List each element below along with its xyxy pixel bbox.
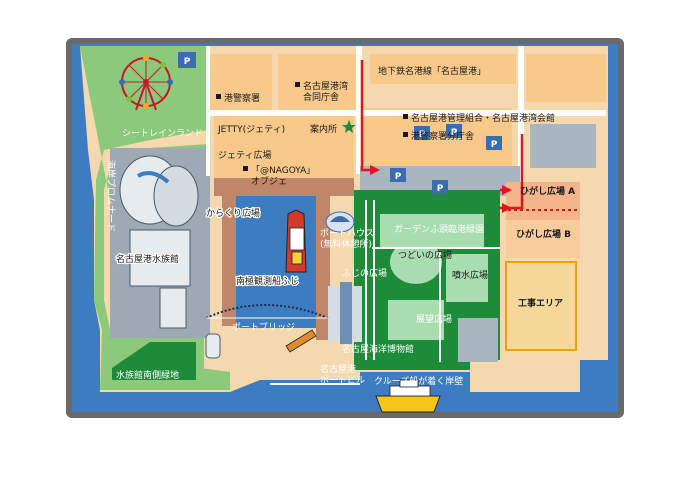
ferris-wheel-icon [119, 55, 173, 111]
cruise-ship-icon [375, 379, 441, 413]
label-maritime-museum: 名古屋海洋博物館 [342, 343, 414, 355]
label-port-bridge: ポートブリッジ [232, 321, 295, 333]
parking-icon: P [178, 52, 196, 68]
bullet-square [243, 166, 248, 171]
garden-white-paths [365, 200, 500, 362]
east-plaza-a-shape [506, 182, 580, 220]
svg-text:P: P [184, 57, 191, 67]
label-jetty: JETTY(ジェティ) [217, 124, 285, 135]
road-v-left [206, 46, 210, 176]
port-house-icon [325, 211, 355, 233]
label-info-center: 案内所 [310, 123, 337, 135]
label-construction-area: 工事エリア [518, 297, 563, 309]
road-v-mid [356, 46, 362, 174]
label-port-building: 名古屋港ポートビル [320, 363, 365, 386]
top-right-block [526, 54, 606, 102]
label-aquarium-south-green: 水族館南側緑地 [116, 369, 179, 381]
observation-plaza-shape [388, 300, 444, 340]
info-star-icon [342, 120, 356, 133]
bullet-square [216, 94, 221, 99]
label-antarctic-ship: 南極観測船ふじ [236, 275, 299, 287]
label-observation-plaza: 展望広場 [416, 313, 452, 325]
label-coast-promenade: 海岸プロムナード [105, 160, 117, 232]
label-joint-building: 名古屋港湾合同庁舎 [303, 80, 348, 103]
road-v-right [518, 46, 524, 186]
garden-grey-right [458, 318, 498, 362]
label-police-station: 港警察署 [224, 92, 260, 104]
aquarium-building-icon [119, 155, 221, 359]
parking-icon: P [390, 168, 406, 182]
bullet-square [403, 114, 408, 119]
fountain-plaza-shape [446, 254, 488, 302]
label-east-plaza-b: ひがし広場 B [516, 228, 571, 240]
svg-text:P: P [451, 128, 458, 138]
svg-text:P: P [395, 172, 402, 182]
label-karakuri-plaza: からくり広場 [206, 207, 260, 219]
joint-building-block [278, 54, 356, 110]
antarctic-ship-icon [285, 209, 307, 273]
label-nagoya-object: 「@NAGOYA」オブジェ [251, 165, 315, 187]
label-cruise-wharf: クルーズ船が着く岸壁 [374, 375, 463, 387]
svg-text:P: P [419, 130, 426, 140]
label-aquarium: 名古屋港水族館 [116, 253, 179, 265]
tsudoi-plaza-shape [390, 240, 442, 284]
brown-walkway [214, 178, 354, 340]
bullet-square [403, 132, 408, 137]
label-management-association: 名古屋港管理組合・名古屋港湾会館 [411, 112, 555, 124]
east-grey-block [530, 124, 596, 168]
parking-icon: P [414, 126, 430, 140]
label-subway-line: 地下鉄名港線「名古屋港」 [378, 65, 486, 77]
svg-text:P: P [491, 140, 498, 150]
garden-light-1 [380, 214, 484, 248]
label-fuji-plaza: ふじの広場 [342, 267, 387, 279]
road-h-top [206, 110, 606, 116]
label-tsudoi-plaza: つどいの広場 [398, 249, 452, 261]
subway-block [370, 54, 516, 84]
label-fountain-plaza: 噴水広場 [452, 269, 488, 281]
parking-icon: P [446, 124, 462, 138]
svg-text:P: P [437, 184, 444, 194]
small-boat-icon [285, 329, 317, 353]
label-police-branch: 港警察署分庁舎 [411, 130, 474, 142]
port-building-tower [340, 282, 352, 344]
construction-area-shape [505, 261, 577, 351]
label-garden-pier: ガーデンふ頭臨港緑園 [394, 223, 484, 235]
parking-icon: P [486, 136, 502, 150]
parking-icon: P [432, 180, 448, 194]
bullet-square [295, 82, 300, 87]
label-jetty-plaza: ジェティ広場 [218, 149, 271, 161]
red-route-2 [508, 134, 524, 210]
red-route-1 [360, 60, 380, 175]
label-port-house: ポートハウス(無料休憩所) [320, 228, 374, 250]
jetty-block [214, 116, 354, 178]
police-station-block [210, 54, 272, 110]
west-green-park [80, 46, 230, 390]
south-green-dark-patch [112, 342, 196, 380]
east-plaza-b-shape [506, 220, 580, 258]
label-east-plaza-a: ひがし広場 A [520, 185, 575, 197]
port-bridge [205, 304, 329, 319]
label-seatrain-land: シートレインランド [122, 128, 203, 139]
